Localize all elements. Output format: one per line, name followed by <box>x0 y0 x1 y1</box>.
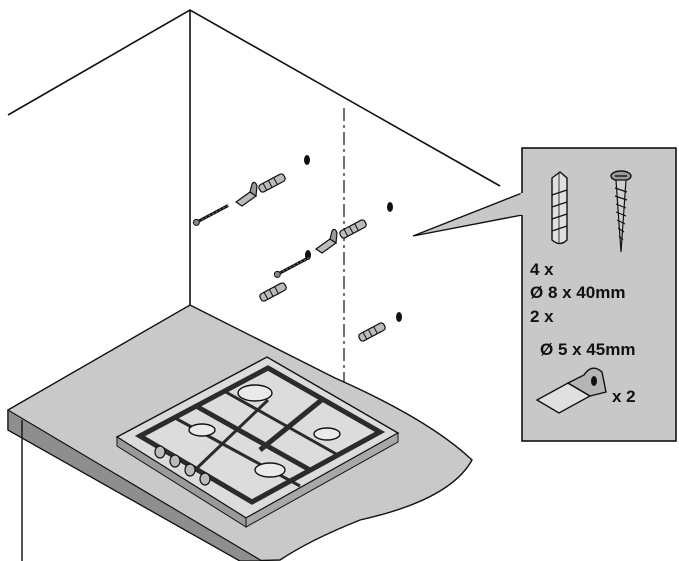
callout-pointer <box>412 191 523 237</box>
wall-plug <box>258 173 286 193</box>
angle-bracket <box>234 181 258 207</box>
wall-plug <box>339 219 367 239</box>
drill-holes <box>304 155 402 322</box>
screw-count-label: 2 x <box>530 307 554 326</box>
screw <box>192 204 229 226</box>
wall-plug-icon <box>551 171 568 245</box>
screw <box>273 256 310 278</box>
screw-icon <box>610 170 632 253</box>
bracket-count-label: x 2 <box>612 387 636 406</box>
wall-plug <box>259 282 287 302</box>
wall-plug <box>358 322 386 342</box>
dowel-count-label: 4 x <box>530 260 554 279</box>
angle-bracket <box>314 228 338 254</box>
angle-bracket-icon <box>535 367 607 414</box>
wall-outline <box>7 9 501 305</box>
gas-hob <box>115 356 400 528</box>
dowel-size-label: Ø 8 x 40mm <box>530 283 625 302</box>
parts-panel: 4 x Ø 8 x 40mm 2 x Ø 5 x 45mm x 2 <box>520 147 677 442</box>
screw-size-label: Ø 5 x 45mm <box>540 340 635 359</box>
